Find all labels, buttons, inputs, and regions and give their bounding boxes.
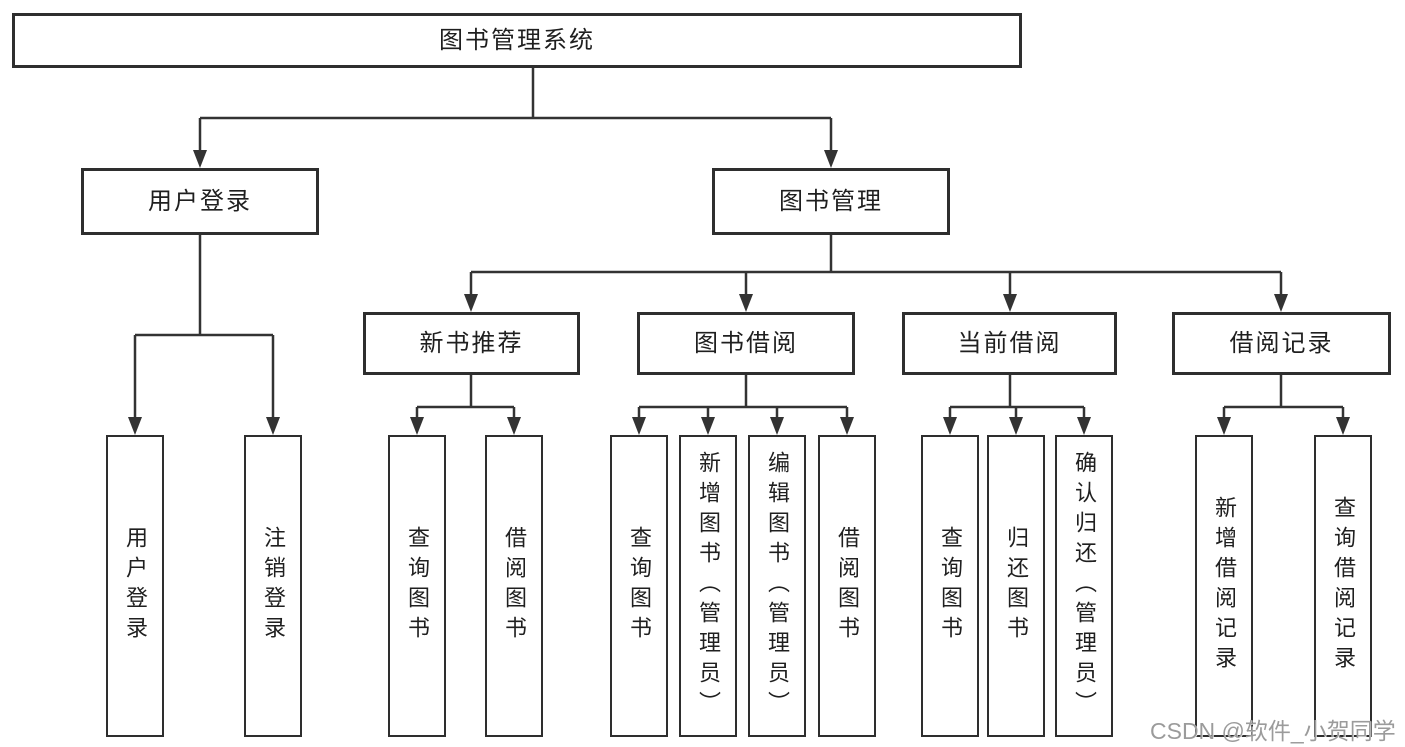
node-current-borrowing-label: 当前借阅 [957,329,1062,357]
leaf-user-login-label: 用户登录 [123,526,148,646]
leaf-records-query-record: 查询借阅记录 [1314,435,1372,737]
node-book-management: 图书管理 [712,168,950,235]
leaf-logout: 注销登录 [244,435,302,737]
leaf-records-query-record-label: 查询借阅记录 [1331,496,1356,676]
node-borrowing-records-label: 借阅记录 [1229,329,1334,357]
leaf-current-confirm-return-admin: 确认归还（管理员） [1055,435,1113,737]
node-new-book-recommend: 新书推荐 [363,312,580,375]
leaf-records-add-record-label: 新增借阅记录 [1212,496,1237,676]
node-user-login-label: 用户登录 [148,187,252,215]
leaf-borrowing-borrow-books: 借阅图书 [818,435,876,737]
leaf-user-login: 用户登录 [106,435,164,737]
node-book-borrowing-label: 图书借阅 [694,329,798,357]
node-borrowing-records: 借阅记录 [1172,312,1391,375]
csdn-watermark: CSDN @软件_小贺同学 [1150,718,1396,744]
node-root-label: 图书管理系统 [439,26,595,54]
node-current-borrowing: 当前借阅 [902,312,1117,375]
leaf-current-query-books: 查询图书 [921,435,979,737]
leaf-current-query-books-label: 查询图书 [938,526,963,646]
node-book-management-label: 图书管理 [779,187,883,215]
leaf-recommend-query-books: 查询图书 [388,435,446,737]
leaf-borrowing-query-books-label: 查询图书 [627,526,652,646]
leaf-current-return-books-label: 归还图书 [1004,526,1029,646]
leaf-borrowing-borrow-books-label: 借阅图书 [835,526,860,646]
leaf-borrowing-add-books-admin: 新增图书（管理员） [679,435,737,737]
leaf-borrowing-edit-books-admin: 编辑图书（管理员） [748,435,806,737]
leaf-current-return-books: 归还图书 [987,435,1045,737]
leaf-borrowing-add-books-admin-label: 新增图书（管理员） [696,451,721,721]
leaf-records-add-record: 新增借阅记录 [1195,435,1253,737]
node-user-login: 用户登录 [81,168,319,235]
leaf-borrowing-query-books: 查询图书 [610,435,668,737]
leaf-recommend-borrow-books: 借阅图书 [485,435,543,737]
node-new-book-recommend-label: 新书推荐 [419,329,524,357]
leaf-logout-label: 注销登录 [261,526,286,646]
node-book-borrowing: 图书借阅 [637,312,855,375]
node-library-management-system: 图书管理系统 [12,13,1022,68]
leaf-borrowing-edit-books-admin-label: 编辑图书（管理员） [765,451,790,721]
leaf-recommend-query-books-label: 查询图书 [405,526,430,646]
leaf-current-confirm-return-admin-label: 确认归还（管理员） [1072,451,1097,721]
leaf-recommend-borrow-books-label: 借阅图书 [502,526,527,646]
